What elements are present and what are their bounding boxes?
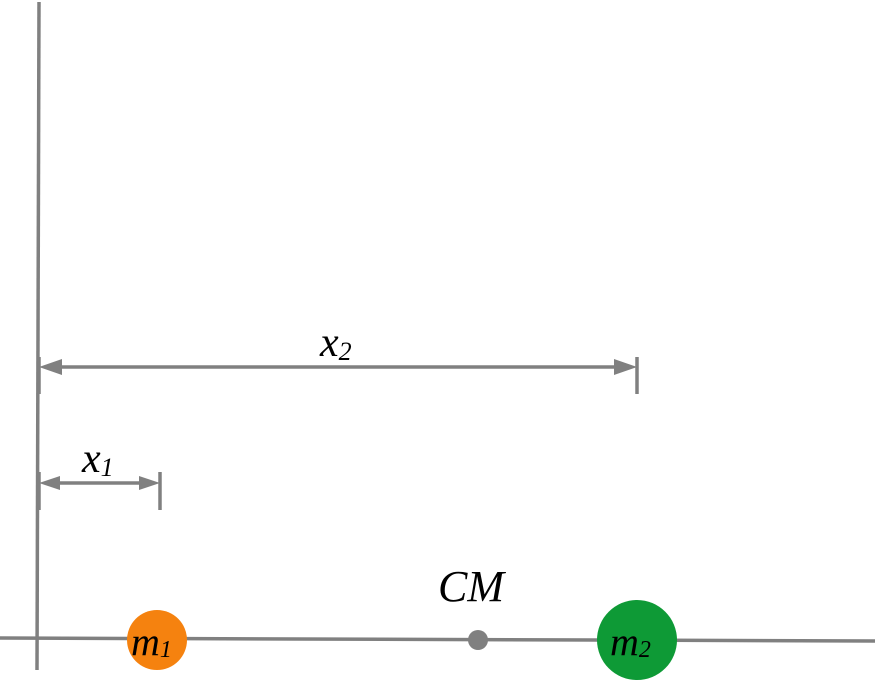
mass-m2-label-base: m — [610, 619, 639, 664]
mass-m2-label: m2 — [610, 619, 651, 664]
x1-label-subscript: 1 — [101, 453, 114, 482]
x1-label: x1 — [81, 436, 114, 482]
mass-m1: m1 — [127, 610, 187, 670]
x2-left-arrowhead — [39, 359, 62, 375]
mass-m2: m2 — [597, 600, 677, 680]
mass-m1-label-base: m — [131, 619, 160, 664]
mass-m2-label-subscript: 2 — [639, 637, 651, 663]
mass-m1-label: m1 — [131, 619, 172, 664]
x1-label-base: x — [81, 436, 101, 482]
x2-dimension: x2 — [37, 320, 639, 394]
center-of-mass-dot — [468, 630, 488, 650]
x2-label-subscript: 2 — [339, 337, 352, 366]
x2-label: x2 — [319, 320, 352, 366]
x2-label-base: x — [319, 320, 339, 366]
x1-right-arrowhead — [139, 476, 160, 490]
mass-m1-label-subscript: 1 — [160, 637, 172, 663]
x1-left-arrowhead — [39, 476, 60, 490]
x1-dimension: x1 — [37, 436, 162, 510]
mass-m2-circle — [597, 600, 677, 680]
center-of-mass: CM — [438, 562, 506, 650]
mass-m1-circle — [127, 610, 187, 670]
vertical-axis — [35, 1, 41, 671]
x2-right-arrowhead — [614, 359, 637, 375]
cm-label: CM — [438, 562, 506, 611]
